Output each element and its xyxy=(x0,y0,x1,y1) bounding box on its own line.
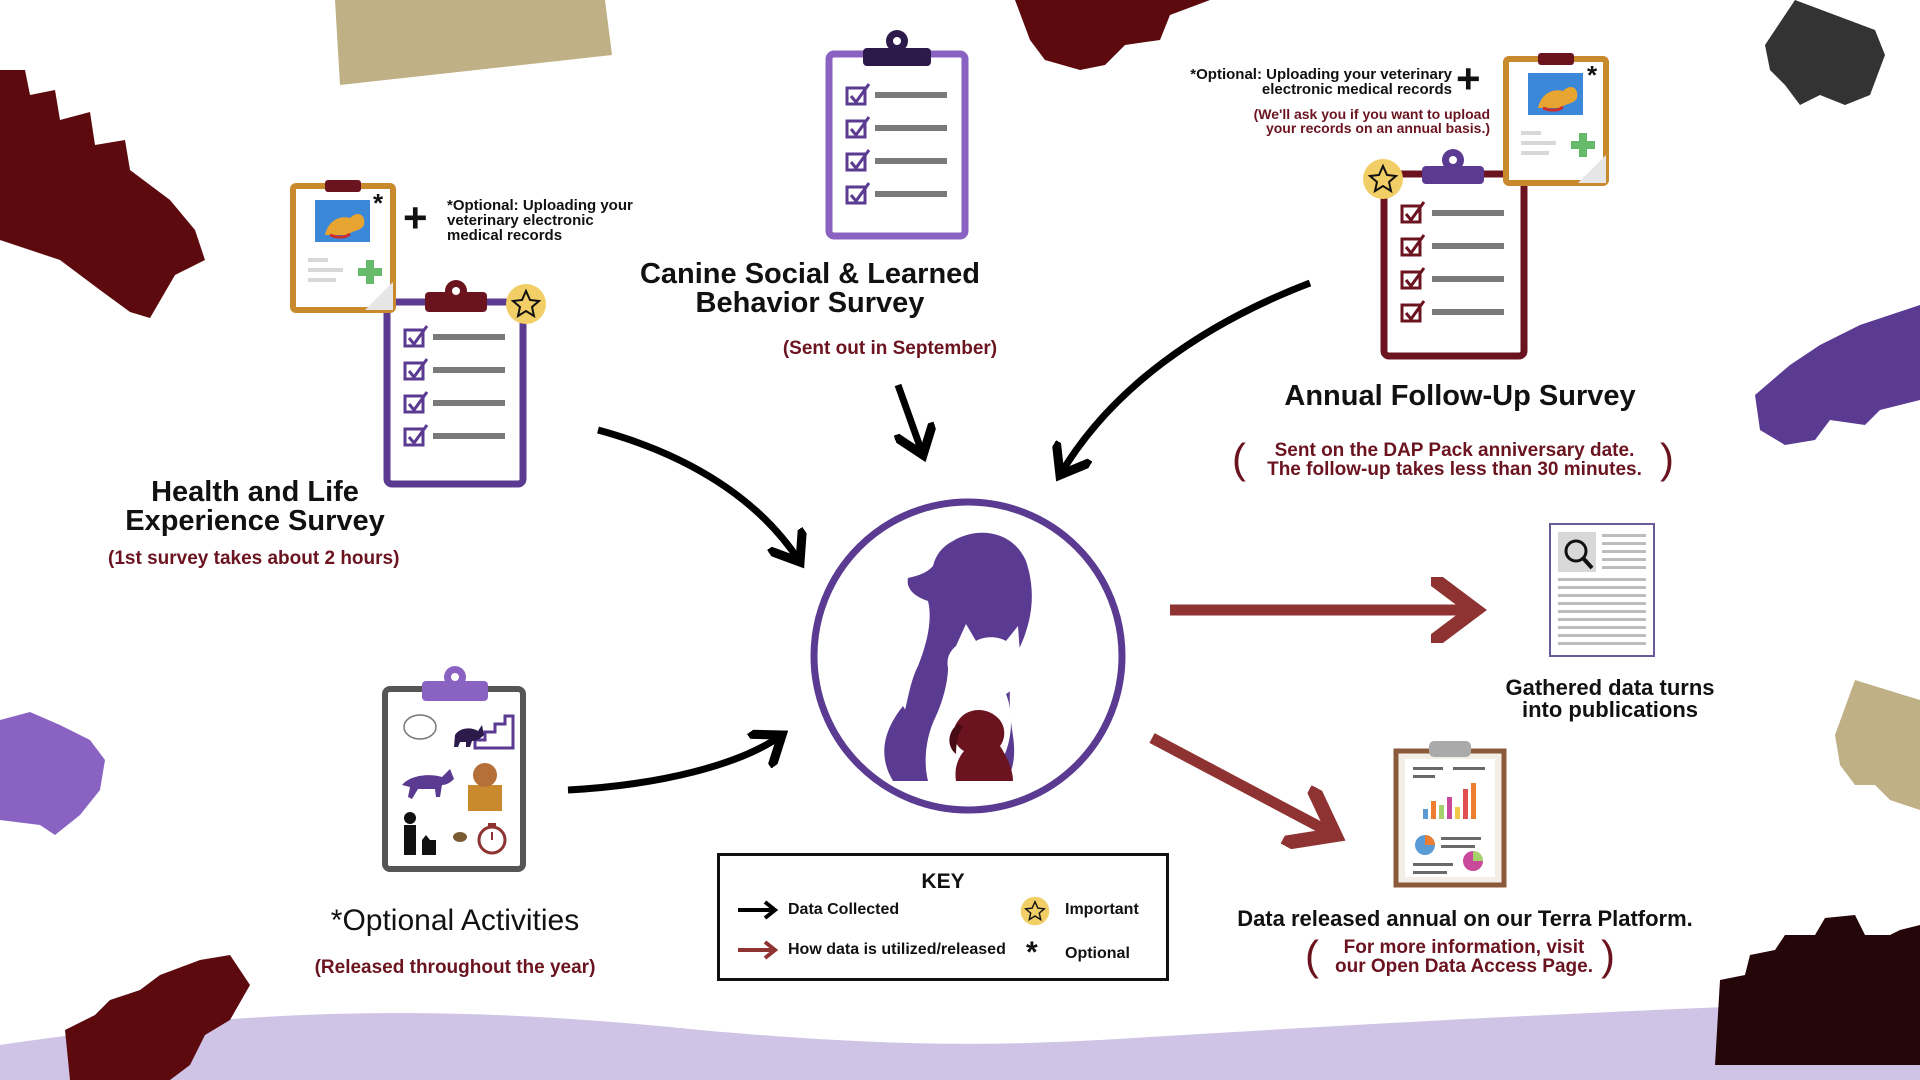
tan-piece-right xyxy=(1835,680,1920,810)
lavender-wave xyxy=(0,1000,1920,1080)
health-star-icon xyxy=(506,284,546,324)
key-data-collected: Data Collected xyxy=(788,901,900,918)
annual-survey-clipboard-icon xyxy=(1380,149,1528,360)
health-optional-line1: *Optional: Uploading your xyxy=(447,197,633,214)
annual-plus-icon: + xyxy=(1456,55,1481,102)
tan-tape-top xyxy=(335,0,612,85)
publications-text: Gathered data turns into publications xyxy=(1480,677,1740,721)
terra-paren-close: ) xyxy=(1601,932,1615,979)
annual-vet-record-icon xyxy=(1503,53,1609,186)
arrow-canine-to-center xyxy=(898,383,923,455)
annual-survey-title: Annual Follow-Up Survey xyxy=(1284,380,1636,412)
key-important: Important xyxy=(1065,901,1139,918)
annual-paren-open: ( xyxy=(1232,435,1246,482)
canine-survey-title-line2: Behavior Survey xyxy=(695,287,925,319)
annual-ask-text: (We'll ask you if you want to upload you… xyxy=(1200,107,1490,135)
key-legend: KEY Data Collected How data is utilized/… xyxy=(717,853,1169,981)
terra-note: For more information, visit our Open Dat… xyxy=(1314,938,1614,976)
key-asterisk-icon: * xyxy=(1026,936,1038,969)
dark-piece-bottom-right xyxy=(1715,915,1920,1065)
annual-optional-text: *Optional: Uploading your veterinary ele… xyxy=(1160,67,1452,97)
annual-note-line2: The follow-up takes less than 30 minutes… xyxy=(1267,459,1642,480)
arrow-activities-to-center xyxy=(567,735,782,794)
canine-survey-title-line1: Canine Social & Learned xyxy=(639,258,981,290)
health-survey-title-line2: Experience Survey xyxy=(125,505,385,537)
activities-note: (Released throughout the year) xyxy=(314,957,596,978)
terra-note-line2: our Open Data Access Page. xyxy=(1334,956,1593,977)
maroon-piece-bottom xyxy=(65,955,250,1080)
activities-clipboard-icon xyxy=(382,666,526,872)
publications-line1: Gathered data turns xyxy=(1505,675,1715,700)
canine-survey-title: Canine Social & Learned Behavior Survey xyxy=(605,260,1015,318)
purple-piece-right xyxy=(1755,305,1920,445)
key-optional: Optional xyxy=(1065,945,1130,962)
health-vet-record-icon xyxy=(290,180,396,313)
health-plus-icon: + xyxy=(403,194,428,241)
purple-piece-left xyxy=(0,712,105,835)
key-title: KEY xyxy=(921,870,965,893)
report-clipboard-icon xyxy=(1393,741,1507,888)
terra-note-line1: For more information, visit xyxy=(1343,937,1585,958)
grey-piece xyxy=(1765,0,1885,105)
annual-optional-line2: electronic medical records xyxy=(1261,81,1452,98)
health-asterisk-icon: * xyxy=(373,188,384,218)
arrow-annual-to-center xyxy=(1060,279,1312,475)
health-optional-line2: veterinary electronic xyxy=(447,212,594,229)
arrow-health-to-center xyxy=(597,426,800,562)
terra-title: Data released annual on our Terra Platfo… xyxy=(1237,906,1693,931)
annual-optional-line1: *Optional: Uploading your veterinary xyxy=(1190,66,1452,83)
key-red-arrow-icon xyxy=(738,940,779,960)
arrow-center-to-terra xyxy=(1149,733,1335,835)
canine-survey-note: (Sent out in September) xyxy=(782,338,998,359)
health-optional-text: *Optional: Uploading your veterinary ele… xyxy=(447,198,633,243)
key-utilized: How data is utilized/released xyxy=(788,941,1006,958)
dog-cat-logo-icon xyxy=(810,498,1126,814)
annual-ask-line1: (We'll ask you if you want to upload xyxy=(1253,106,1490,122)
publications-line2: into publications xyxy=(1522,697,1698,722)
annual-star-icon xyxy=(1363,159,1403,199)
key-black-arrow-icon xyxy=(738,900,779,920)
annual-ask-line2: your records on an annual basis.) xyxy=(1265,120,1490,136)
annual-note-line1: Sent on the DAP Pack anniversary date. xyxy=(1274,440,1635,461)
terra-paren-open: ( xyxy=(1305,932,1319,979)
health-survey-title: Health and Life Experience Survey xyxy=(95,478,415,536)
health-optional-line3: medical records xyxy=(447,227,563,244)
activities-title: *Optional Activities xyxy=(330,904,580,937)
maroon-piece-top xyxy=(1015,0,1210,70)
health-survey-note: (1st survey takes about 2 hours) xyxy=(108,548,400,569)
health-survey-title-line1: Health and Life xyxy=(151,476,359,508)
publication-icon xyxy=(1549,523,1655,657)
key-star-icon xyxy=(1020,896,1050,926)
annual-asterisk-icon: * xyxy=(1587,60,1598,90)
annual-paren-close: ) xyxy=(1660,435,1674,482)
health-survey-clipboard-icon xyxy=(383,280,527,488)
canine-survey-clipboard-icon xyxy=(825,30,969,240)
annual-survey-note: Sent on the DAP Pack anniversary date. T… xyxy=(1242,441,1667,479)
maroon-piece-left xyxy=(0,70,205,318)
